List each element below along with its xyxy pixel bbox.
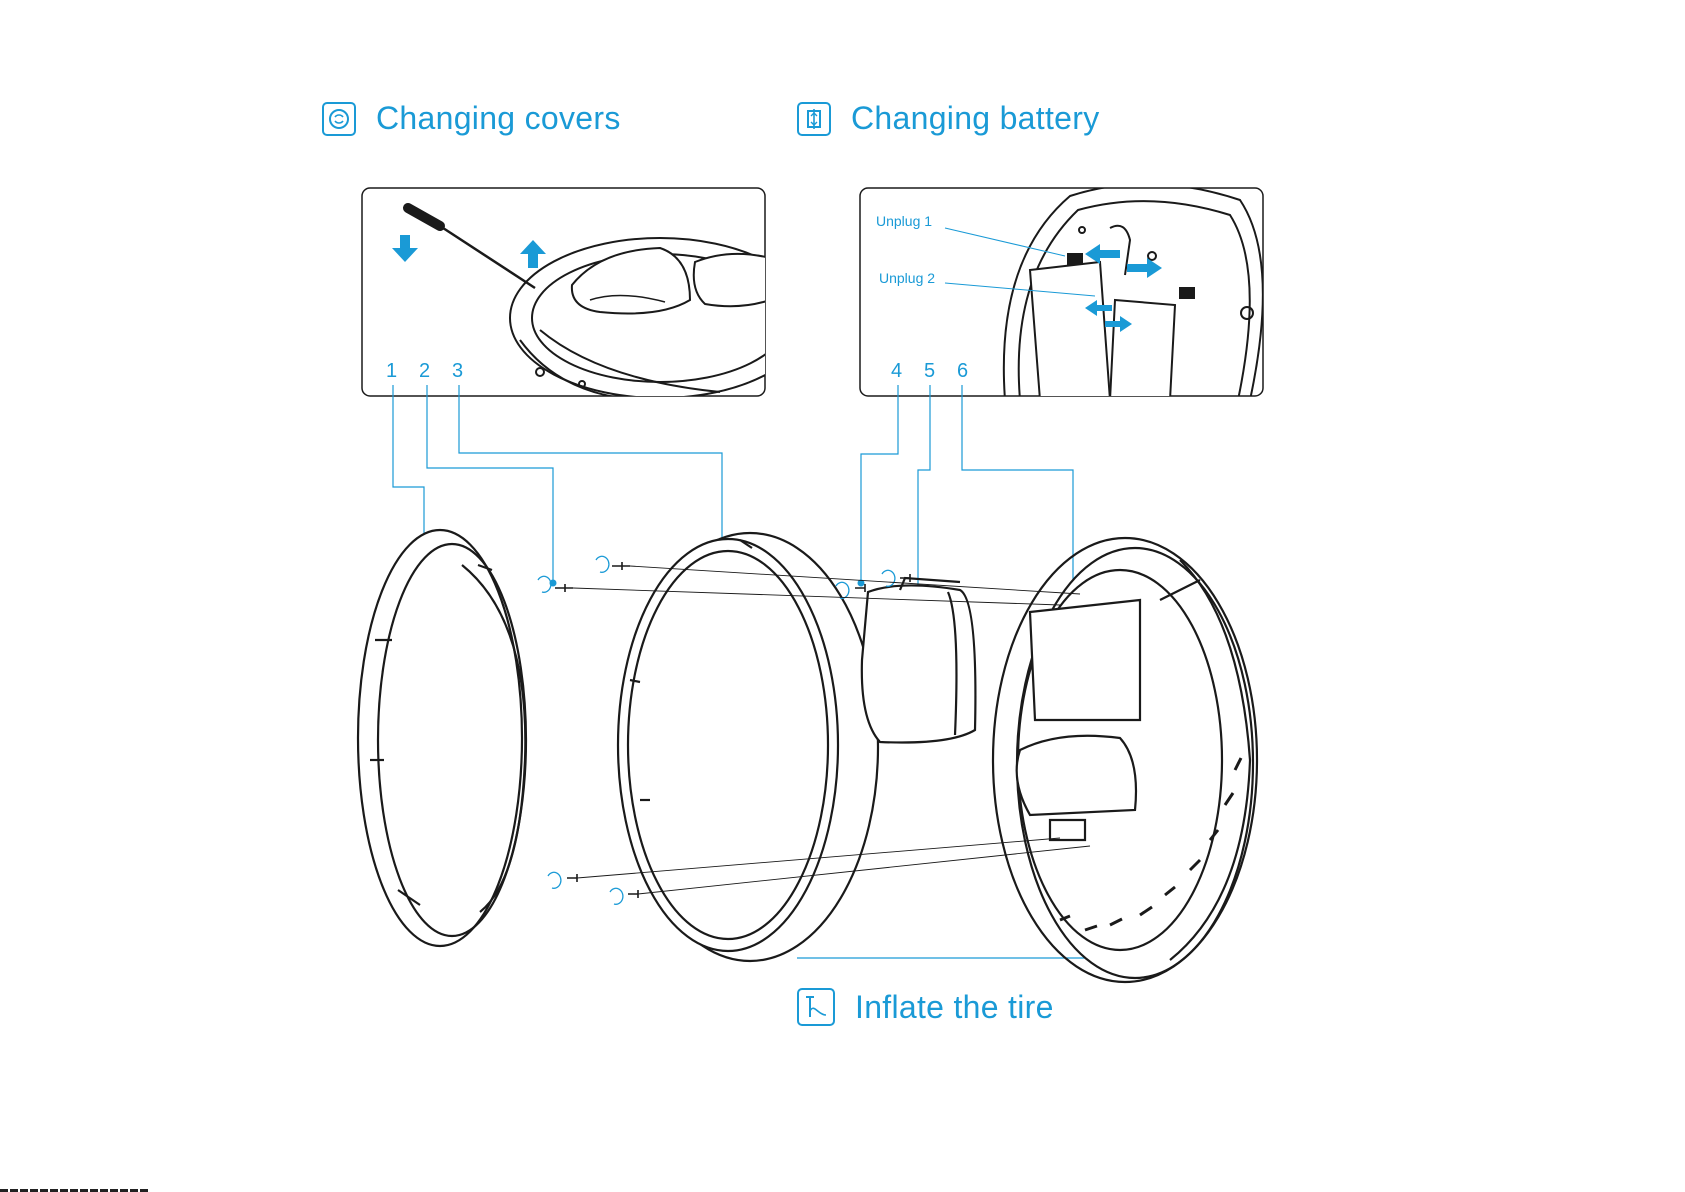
exploded-parts bbox=[358, 530, 1257, 982]
battery-pack bbox=[862, 578, 976, 743]
callout-5: 5 bbox=[924, 360, 935, 382]
wheel-body bbox=[993, 538, 1257, 982]
callout-2: 2 bbox=[419, 360, 430, 382]
callout-1: 1 bbox=[386, 360, 397, 382]
unplug-2-label: Unplug 2 bbox=[879, 270, 935, 286]
unplug-1-label: Unplug 1 bbox=[876, 213, 932, 229]
callout-6: 6 bbox=[957, 360, 968, 382]
callout-3: 3 bbox=[452, 360, 463, 382]
battery-detail-panel: Unplug 1 Unplug 2 4 5 6 bbox=[860, 184, 1263, 400]
callout-4: 4 bbox=[891, 360, 902, 382]
covers-detail-panel: 1 2 3 bbox=[362, 188, 810, 400]
outer-cover-ring bbox=[358, 530, 526, 946]
